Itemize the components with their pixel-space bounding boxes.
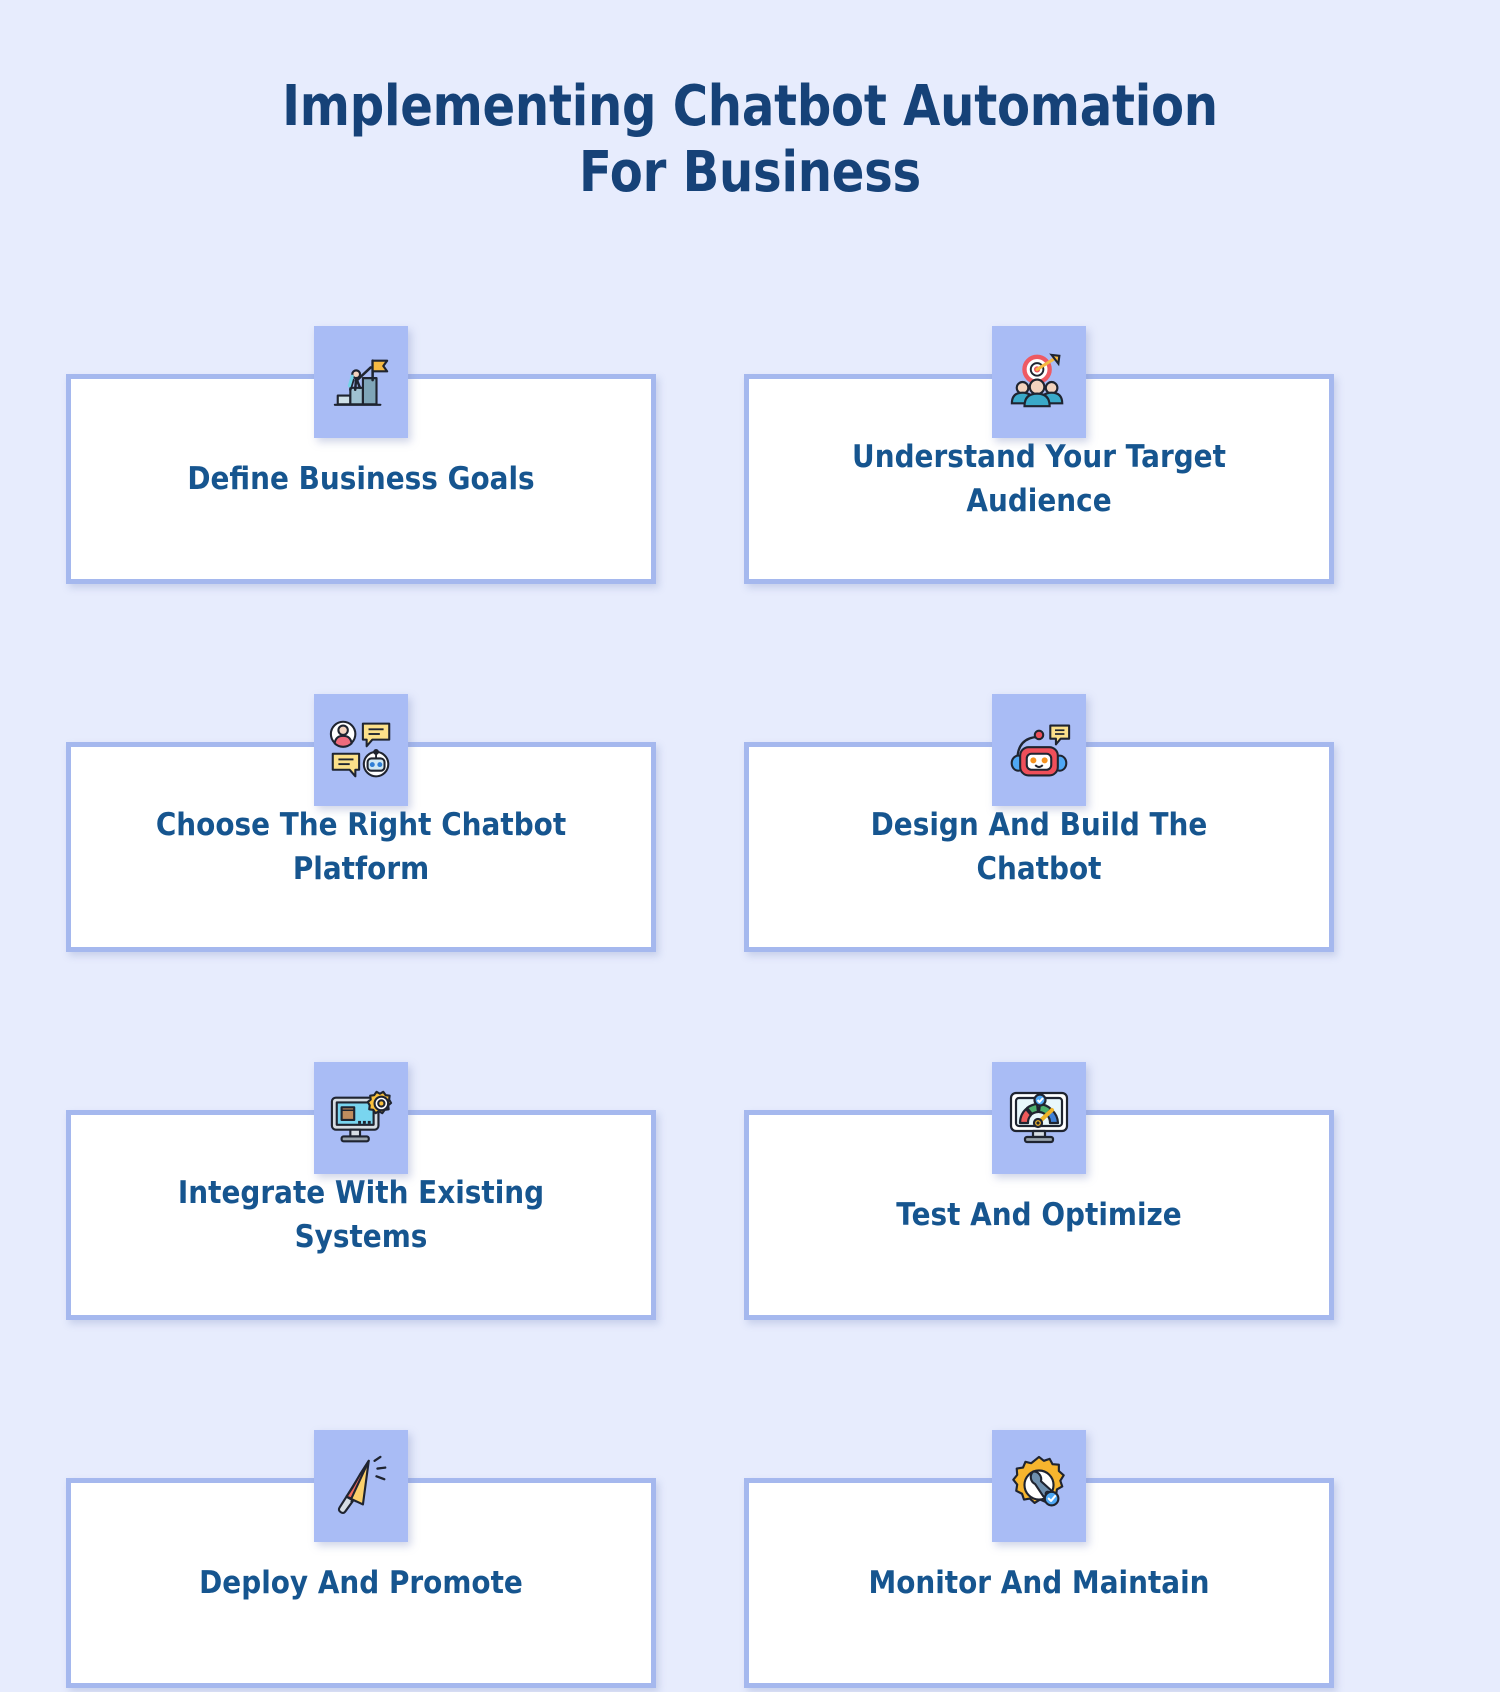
- target-audience-icon: [992, 326, 1086, 438]
- steps-grid: Define Business Goals: [66, 278, 1434, 1688]
- card-label: Choose The Right Chatbot Platform: [155, 806, 567, 887]
- step-card-4[interactable]: Design And Build The Chatbot: [744, 694, 1334, 952]
- gauge-monitor-icon: [992, 1062, 1086, 1174]
- step-card-6[interactable]: Test And Optimize: [744, 1062, 1334, 1320]
- step-card-8[interactable]: Monitor And Maintain: [744, 1430, 1334, 1688]
- card-label: Monitor And Maintain: [868, 1564, 1210, 1601]
- step-card-5[interactable]: Integrate With Existing Systems: [66, 1062, 656, 1320]
- monitor-gear-icon: [314, 1062, 408, 1174]
- goal-steps-flag-icon: [314, 326, 408, 438]
- card-label: Test And Optimize: [896, 1196, 1182, 1233]
- chat-platform-icon: [314, 694, 408, 806]
- title-line-2: For Business: [579, 140, 921, 206]
- gear-wrench-icon: [992, 1430, 1086, 1542]
- card-label: Deploy And Promote: [199, 1564, 523, 1601]
- card-label: Integrate With Existing Systems: [177, 1174, 545, 1255]
- step-card-1[interactable]: Define Business Goals: [66, 326, 656, 584]
- title-line-1: Implementing Chatbot Automation: [282, 74, 1218, 139]
- robot-chatbot-icon: [992, 694, 1086, 806]
- card-label: Design And Build The Chatbot: [870, 806, 1208, 887]
- step-card-7[interactable]: Deploy And Promote: [66, 1430, 656, 1688]
- page-title: Implementing Chatbot Automation For Busi…: [0, 0, 1500, 206]
- step-card-2[interactable]: Understand Your Target Audience: [744, 326, 1334, 584]
- card-label: Understand Your Target Audience: [852, 438, 1226, 519]
- card-frame: [744, 1110, 1334, 1320]
- megaphone-icon: [314, 1430, 408, 1542]
- card-label: Define Business Goals: [187, 460, 535, 497]
- step-card-3[interactable]: Choose The Right Chatbot Platform: [66, 694, 656, 952]
